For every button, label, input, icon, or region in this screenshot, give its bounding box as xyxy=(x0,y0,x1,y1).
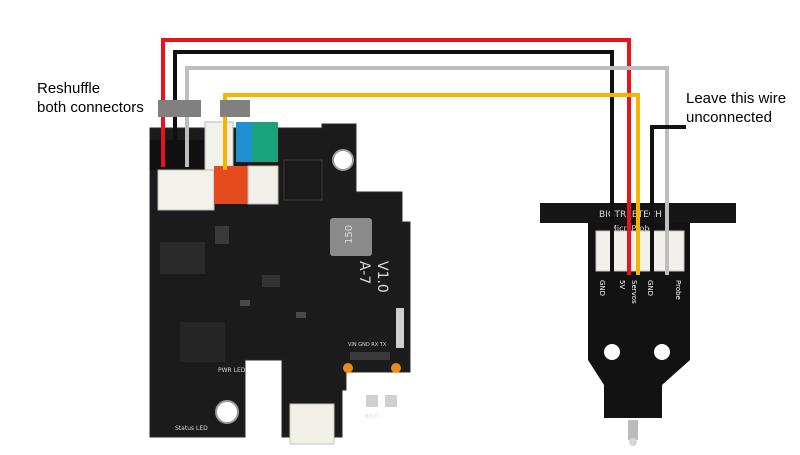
annotation-unconnected: Leave this wire unconnected xyxy=(686,89,786,127)
orange-connector xyxy=(214,166,248,204)
pwr-led-label: PWR LED xyxy=(218,367,246,374)
mount-hole-top xyxy=(332,149,354,171)
annotation-unconnected-line2: unconnected xyxy=(686,109,772,126)
blue-connector xyxy=(236,122,256,162)
wire-gray xyxy=(185,66,669,275)
annotation-reshuffle-line1: Reshuffle xyxy=(37,80,101,97)
annotation-reshuffle: Reshuffle both connectors xyxy=(37,79,144,117)
boot-label: BOOT xyxy=(365,414,380,420)
black-plug-housing xyxy=(150,140,208,170)
white-connector-left xyxy=(157,169,215,211)
uart-header xyxy=(396,308,404,348)
annotation-reshuffle-line2: both connectors xyxy=(37,99,144,116)
pin-label-servos: Servos xyxy=(630,280,638,304)
probe-tip xyxy=(629,438,637,446)
wire-yellow xyxy=(223,93,640,275)
probe-hole-right xyxy=(654,344,670,360)
power-connector xyxy=(283,159,323,201)
bottom-connector xyxy=(289,403,335,445)
led-orange-2 xyxy=(391,363,401,373)
inductor-chip xyxy=(330,218,372,256)
status-led-label: Status LED xyxy=(175,425,208,432)
uart-label: VIN GND RX TX xyxy=(348,342,387,348)
boot-button xyxy=(385,395,397,407)
connector-marker-right xyxy=(220,100,250,117)
probe-model: MicroProbe xyxy=(610,224,654,233)
pin-label-5v: 5V xyxy=(618,280,626,289)
white-connector-small xyxy=(247,165,279,205)
connector-marker-left xyxy=(158,100,201,117)
pin-label-probe: Probe xyxy=(674,280,682,300)
chip-label: 150 xyxy=(344,225,355,244)
green-connector xyxy=(252,122,278,162)
wires xyxy=(161,38,686,275)
probe-hole-left xyxy=(604,344,620,360)
reset-button xyxy=(366,395,378,407)
led-orange-1 xyxy=(343,363,353,373)
wire-unconnected xyxy=(650,125,686,275)
probe-pin xyxy=(628,420,638,440)
pin-label-gnd2: GND xyxy=(646,280,654,296)
white-connector-top xyxy=(204,121,234,171)
version-line1: A-7 xyxy=(356,261,372,284)
version-line2: V1.0 xyxy=(374,261,390,293)
pin-label-gnd1: GND xyxy=(598,280,606,296)
driver-chip xyxy=(160,242,205,274)
board-connectors xyxy=(150,121,279,211)
annotation-unconnected-line1: Leave this wire xyxy=(686,90,787,107)
mount-hole-bottom xyxy=(215,400,239,424)
mcu-chip xyxy=(180,322,225,362)
